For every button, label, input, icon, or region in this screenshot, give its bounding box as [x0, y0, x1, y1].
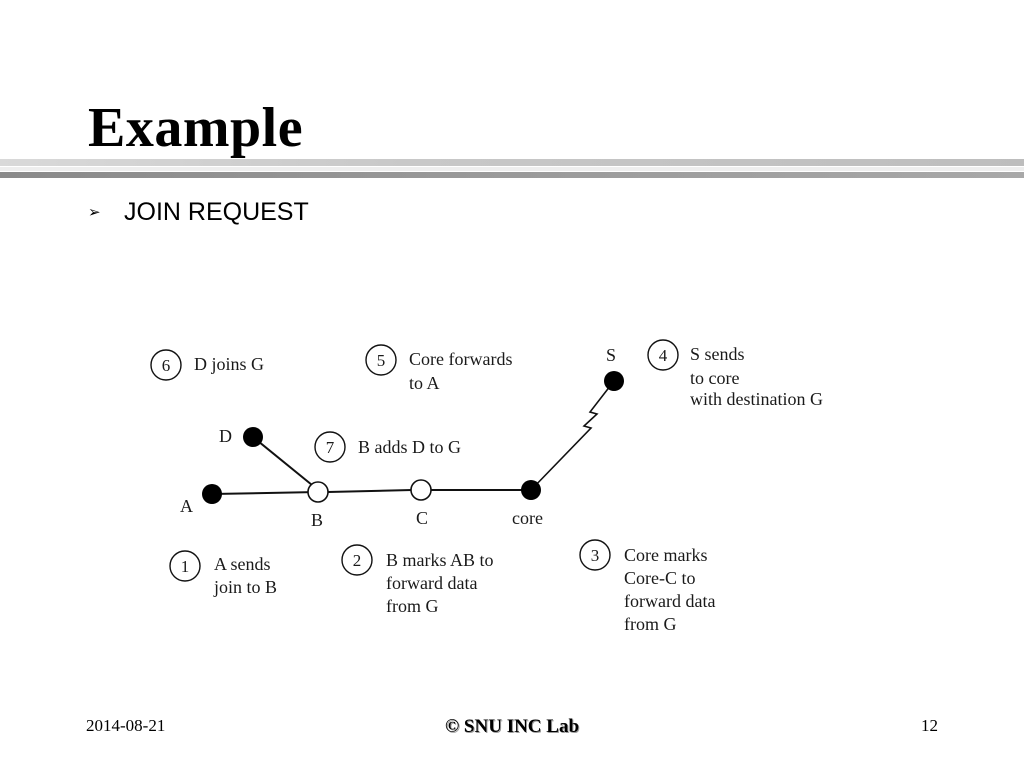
node-D [243, 427, 263, 447]
step-7-text: B adds D to G [358, 437, 461, 457]
step-1-marker [169, 550, 201, 582]
step-2-marker [341, 544, 373, 576]
step-2-number: 2 [353, 551, 362, 570]
edge-A-B [211, 491, 319, 495]
node-label-C: C [416, 508, 428, 528]
title-rule-top [0, 159, 1024, 166]
slide-title: Example [88, 97, 304, 159]
node-label-core: core [512, 508, 543, 528]
step-1-number: 1 [181, 557, 190, 576]
step-5-number: 5 [377, 351, 386, 370]
step-4-marker [647, 339, 679, 371]
step-6-marker [150, 349, 182, 381]
node-label-B: B [311, 510, 323, 530]
step-1-text: A sends join to B [213, 554, 277, 597]
edge-B-C [327, 489, 413, 493]
node-B [307, 481, 329, 503]
footer-copyright: © SNU INC Lab [444, 716, 580, 737]
step-7-marker [314, 431, 346, 463]
step-6-number: 6 [162, 356, 171, 375]
step-3-text: Core marks Core-C to forward data from G [624, 545, 720, 634]
step-5-marker [365, 344, 397, 376]
node-label-S: S [606, 345, 616, 365]
step-3-marker [579, 539, 611, 571]
node-core [521, 480, 541, 500]
step-4-number: 4 [659, 346, 668, 365]
bullet-arrow-icon: ➢ [88, 203, 101, 221]
step-7-number: 7 [326, 438, 335, 457]
node-A [202, 484, 222, 504]
step-2-text: B marks AB to forward data from G [386, 550, 498, 616]
edge-D-B [252, 436, 313, 486]
node-label-A: A [180, 496, 193, 516]
step-3-number: 3 [591, 546, 600, 565]
step-4-text: S sends to core with destination G [690, 344, 823, 409]
step-5-text: Core forwards to A [409, 349, 517, 393]
node-C [410, 479, 432, 501]
edge-core-S-zigzag [530, 380, 615, 491]
title-rule-middle [0, 167, 1024, 171]
title-rule-bottom [0, 172, 1024, 178]
footer-page-number: 12 [921, 716, 938, 735]
footer-date: 2014-08-21 [86, 716, 166, 735]
node-label-D: D [219, 426, 232, 446]
node-S [604, 371, 624, 391]
bullet-text: JOIN REQUEST [124, 198, 309, 226]
step-6-text: D joins G [194, 354, 264, 374]
